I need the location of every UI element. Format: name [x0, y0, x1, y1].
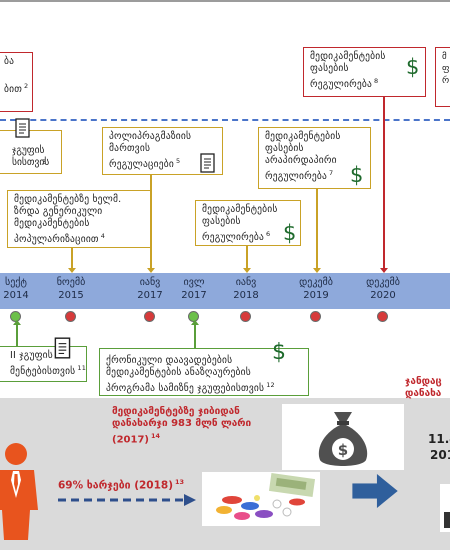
- share-headline: 69% ხარჯები (2018)13: [58, 476, 184, 492]
- policy-box-3-num: 3: [42, 158, 47, 166]
- policy-box-7-text: მედიკამენტების ფასების არაპირდაპირი რეგუ…: [265, 131, 341, 183]
- connector-line: [16, 324, 18, 346]
- dollar-icon: $: [406, 55, 420, 79]
- dashed-arrow: [58, 494, 196, 506]
- policy-box-12: ქრონიკული დაავადებების მედიკამენტების ან…: [99, 348, 309, 396]
- right-headline-text: ჯანდაც დანახა: [405, 376, 442, 399]
- policy-box-3-text: ჯგუფის სისთვის: [12, 145, 50, 168]
- connector-line: [383, 97, 385, 270]
- timeline-date-label: დეკემბ 2019: [299, 277, 333, 301]
- policy-box-5-num: 5: [176, 157, 181, 165]
- dollar-icon: $: [350, 163, 364, 187]
- right-card-shape: [444, 512, 450, 528]
- timeline-milestone-dot: [65, 311, 76, 322]
- document-icon: [200, 153, 215, 173]
- timeline-milestone-dot: [240, 311, 251, 322]
- stat-year: 201: [430, 448, 450, 462]
- dollar-icon: $: [272, 340, 286, 365]
- connector-line: [246, 246, 248, 270]
- policy-divider-line: [0, 119, 450, 121]
- pills-image: [216, 473, 316, 520]
- document-icon: [54, 337, 71, 359]
- top-frame-line: [0, 0, 450, 2]
- timeline-date-label: ნოემბ 2015: [56, 277, 86, 301]
- timeline-date-label: სექტ 2014: [3, 277, 29, 301]
- connector-arrowhead: [313, 268, 321, 273]
- timeline-milestone-dot: [310, 311, 321, 322]
- policy-box-9-text: მ ფ რ: [442, 52, 450, 86]
- right-card: [440, 484, 450, 532]
- dollar-icon: $: [283, 221, 297, 245]
- spending-headline-text: მედიკამენტებზე ჯიბიდან დანახარჯი 983 მლნ…: [112, 406, 252, 446]
- timeline-bar: [0, 273, 450, 309]
- policy-box-7: მედიკამენტების ფასების არაპირდაპირი რეგუ…: [258, 127, 371, 189]
- connector-arrowhead: [13, 320, 21, 325]
- policy-box-11-text: II ჯგუფის მენტებისთვის: [10, 350, 76, 378]
- spending-headline: მედიკამენტებზე ჯიბიდან დანახარჯი 983 მლნ…: [112, 406, 282, 446]
- share-headline-text: 69% ხარჯები (2018): [58, 479, 174, 492]
- policy-box-6-text: მედიკამენტების ფასების რეგულირება: [202, 204, 278, 244]
- right-arrow-icon: [352, 474, 398, 508]
- connector-line: [316, 189, 318, 270]
- policy-box-12-text: ქრონიკული დაავადებების მედიკამენტების ან…: [106, 355, 265, 395]
- policy-box-3: [0, 130, 62, 174]
- policy-box-8-text: მედიკამენტების ფასების რეგულირება: [310, 51, 386, 91]
- connector-arrowhead: [243, 268, 251, 273]
- policy-box-2-text: ბა ბით: [4, 56, 23, 96]
- policy-box-4: მედიკამენტებზე ხელმ. ზრდა გენერიკული მედ…: [7, 190, 151, 248]
- connector-arrowhead: [68, 268, 76, 273]
- policy-box-11-num: 11: [77, 364, 87, 372]
- policy-box-8-num: 8: [374, 77, 379, 85]
- timeline-date-label: იანვ 2018: [233, 277, 259, 301]
- share-headline-num: 13: [175, 478, 185, 486]
- timeline-date-label: დეკემბ 2020: [366, 277, 400, 301]
- right-headline: ჯანდაც დანახა: [405, 364, 450, 400]
- money-bag-icon: $: [318, 412, 368, 466]
- policy-box-9: მ ფ რ: [435, 47, 450, 107]
- policy-box-6-num: 6: [266, 230, 271, 238]
- connector-arrowhead: [147, 268, 155, 273]
- svg-text:$: $: [338, 441, 348, 459]
- policy-box-7-num: 7: [329, 169, 334, 177]
- timeline-milestone-dot: [144, 311, 155, 322]
- spending-headline-num: 14: [150, 432, 161, 440]
- policy-box-12-num: 12: [266, 381, 275, 389]
- connector-line: [150, 175, 152, 270]
- connector-line: [71, 248, 73, 270]
- policy-box-2-num: 2: [24, 82, 29, 90]
- person-icon: [0, 443, 38, 540]
- connector-arrowhead: [191, 320, 199, 325]
- document-icon: [15, 118, 30, 138]
- policy-box-5-text: პოლიპრაგმაზიის მართვის რეგულაციები: [109, 131, 192, 171]
- connector-arrowhead: [380, 268, 388, 273]
- timeline-milestone-dot: [377, 311, 388, 322]
- stat-value: 11.4: [428, 432, 450, 446]
- policy-box-4-text: მედიკამენტებზე ხელმ. ზრდა გენერიკული მედ…: [14, 194, 122, 246]
- connector-line: [194, 324, 196, 348]
- policy-box-4-num: 4: [100, 232, 106, 240]
- timeline-date-label: იანვ 2017: [137, 277, 163, 301]
- timeline-date-label: ივლ 2017: [181, 277, 207, 301]
